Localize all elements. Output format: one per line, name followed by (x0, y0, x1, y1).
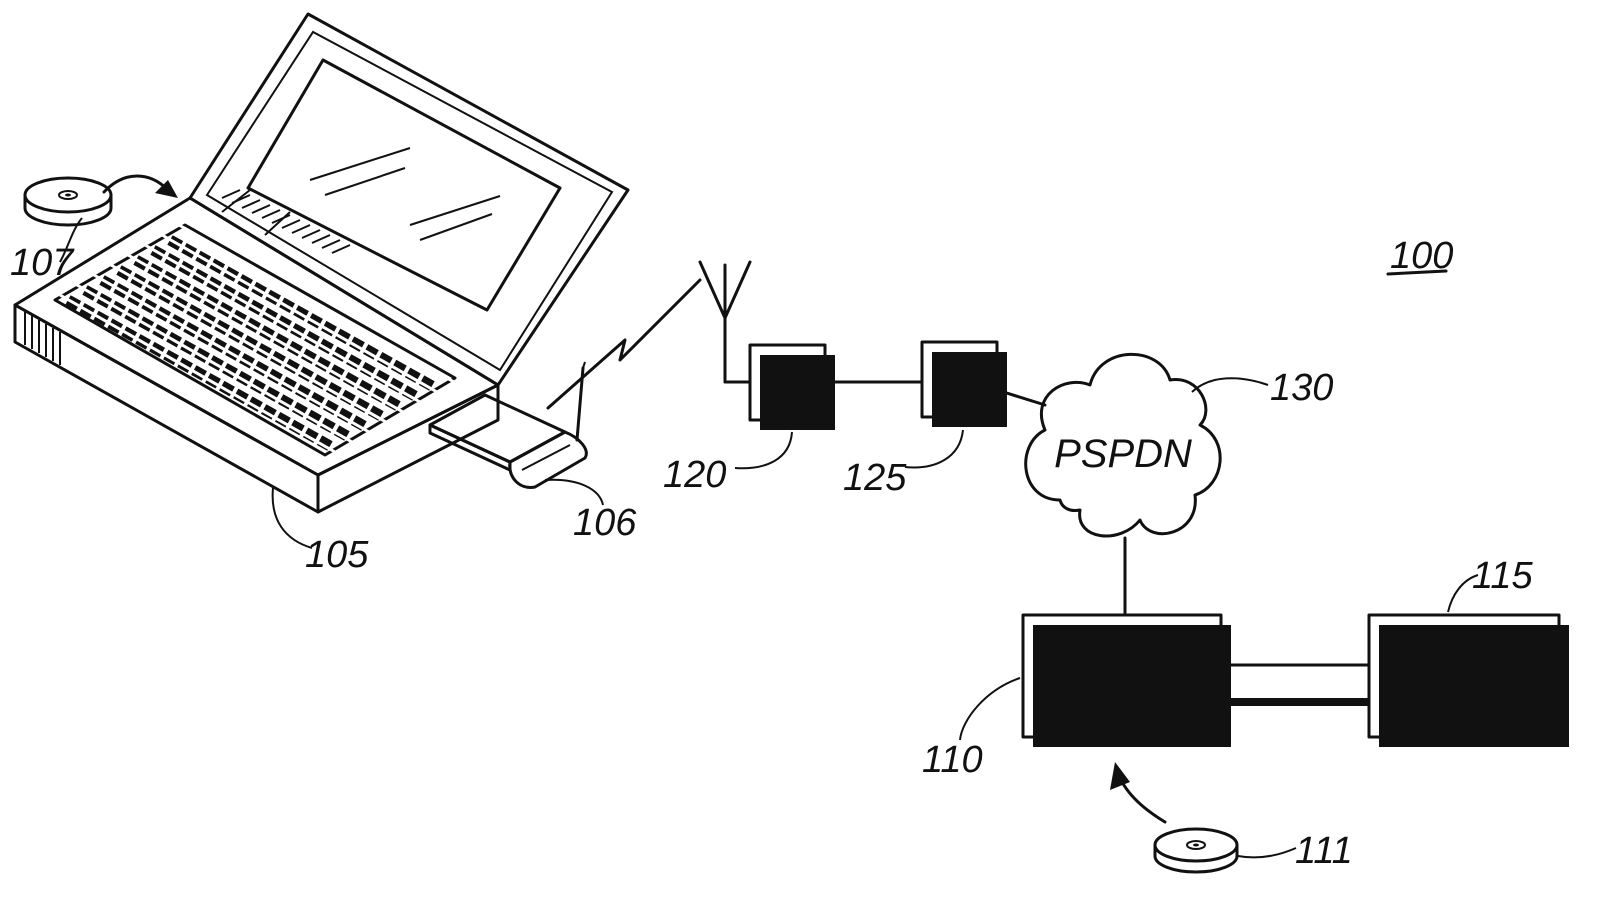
arrowhead-disk-to-comm (1110, 762, 1130, 790)
link-is-pspdn (995, 388, 1047, 407)
leader-115 (1447, 574, 1479, 613)
box-host-server: HOST/ SERVER (1367, 613, 1569, 747)
leader-125 (904, 429, 964, 469)
modem-106 (428, 361, 588, 489)
box-is: IS (920, 340, 1007, 427)
ref-107: 107 (10, 242, 75, 284)
ref-115: 115 (1472, 555, 1533, 597)
leader-105 (271, 487, 313, 549)
ref-130: 130 (1270, 367, 1333, 409)
figure-number-underline (1386, 269, 1448, 276)
arrow-disk-to-comm (1118, 776, 1167, 824)
box-comm-server: COMM SERVER (1021, 613, 1231, 747)
ref-111: 111 (1295, 830, 1353, 872)
ref-125: 125 (843, 457, 907, 499)
leader-130 (1191, 377, 1269, 393)
box-bs: BS (748, 343, 835, 430)
laptop-105 (13, 12, 630, 514)
label-host: HOST/ (1405, 632, 1531, 676)
antenna (698, 260, 752, 384)
disk-107 (23, 176, 113, 227)
wireless-link (546, 278, 702, 410)
link-comm-host-bottom (1231, 698, 1369, 706)
label-comm-server: SERVER (1040, 681, 1204, 725)
label-bs: BS (760, 362, 814, 406)
label-is: IS (940, 359, 978, 403)
disk-111 (1153, 827, 1239, 874)
ref-110: 110 (922, 739, 983, 781)
label-pspdn: PSPDN (1054, 432, 1192, 476)
arrowhead-disk-to-laptop (155, 180, 178, 198)
leader-107 (59, 217, 83, 263)
ref-120: 120 (663, 454, 726, 496)
label-host-server: SERVER (1390, 684, 1554, 728)
leader-111 (1237, 847, 1297, 859)
cloud-pspdn (1024, 352, 1222, 538)
keyboard-gaps (59, 223, 455, 454)
leader-120 (734, 431, 793, 470)
leader-106 (544, 478, 604, 506)
leader-110 (959, 677, 1021, 741)
label-comm: COMM (1059, 629, 1186, 673)
ref-106: 106 (573, 502, 637, 544)
ref-105: 105 (305, 534, 369, 576)
